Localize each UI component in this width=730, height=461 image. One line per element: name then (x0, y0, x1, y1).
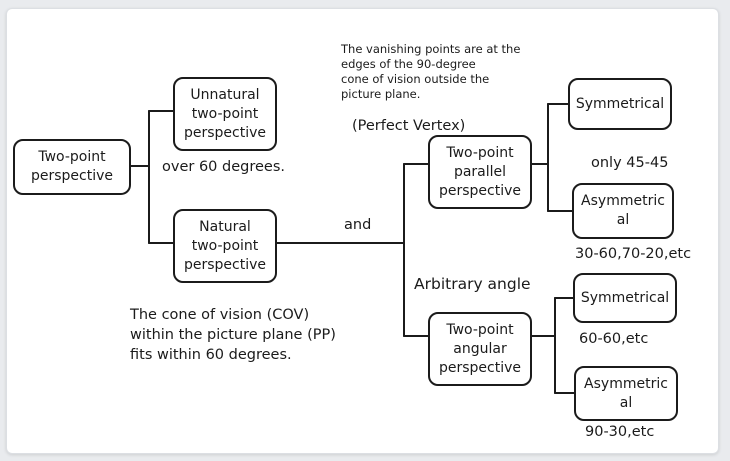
label-only-45-45: only 45-45 (591, 155, 669, 171)
node-asymmetrical-angular: Asymmetric al (574, 366, 678, 421)
label-and: and (344, 217, 372, 233)
label-sym-angles-2: 60-60,etc (579, 331, 649, 347)
label-perfect-vertex: (Perfect Vertex) (352, 118, 466, 134)
label-arbitrary-angle: Arbitrary angle (414, 275, 531, 293)
connector-lines (130, 103, 575, 394)
node-parallel-perspective: Two-point parallel perspective (428, 135, 532, 209)
node-natural-two-point: Natural two-point perspective (173, 209, 277, 283)
label-asym-angles-1: 30-60,70-20,etc (575, 246, 692, 262)
note-vanishing-points: The vanishing points are at the edges of… (341, 42, 521, 101)
node-symmetrical-parallel: Symmetrical (568, 78, 672, 130)
node-two-point-perspective: Two-point perspective (13, 139, 131, 195)
label-asym-angles-2: 90-30,etc (585, 424, 655, 440)
node-angular-perspective: Two-point angular perspective (428, 312, 532, 386)
label-over-60-degrees: over 60 degrees. (162, 159, 285, 175)
note-cone-of-vision: The cone of vision (COV) within the pict… (130, 307, 336, 363)
node-symmetrical-angular: Symmetrical (573, 273, 677, 323)
diagram-canvas: Two-point perspective Unnatural two-poin… (6, 8, 719, 454)
node-asymmetrical-parallel: Asymmetric al (572, 183, 674, 239)
node-unnatural-two-point: Unnatural two-point perspective (173, 77, 277, 151)
